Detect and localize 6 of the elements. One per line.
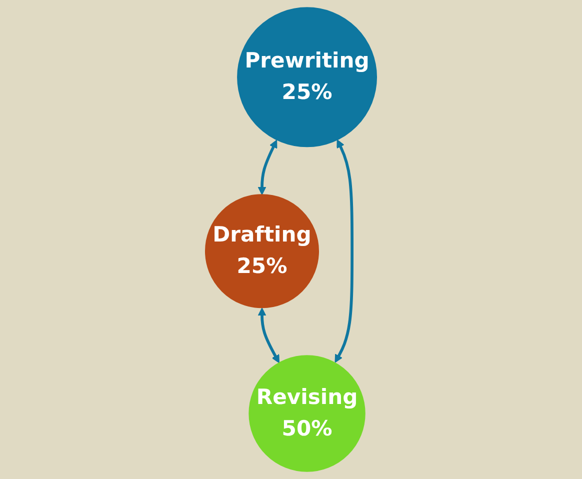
arrow [258, 140, 278, 195]
node-circle: Revising 50% [248, 355, 366, 472]
node-circle: Prewriting 25% [237, 7, 378, 148]
arrow [258, 308, 280, 364]
arrow [334, 139, 354, 363]
node-circle: Drafting 25% [204, 194, 319, 308]
